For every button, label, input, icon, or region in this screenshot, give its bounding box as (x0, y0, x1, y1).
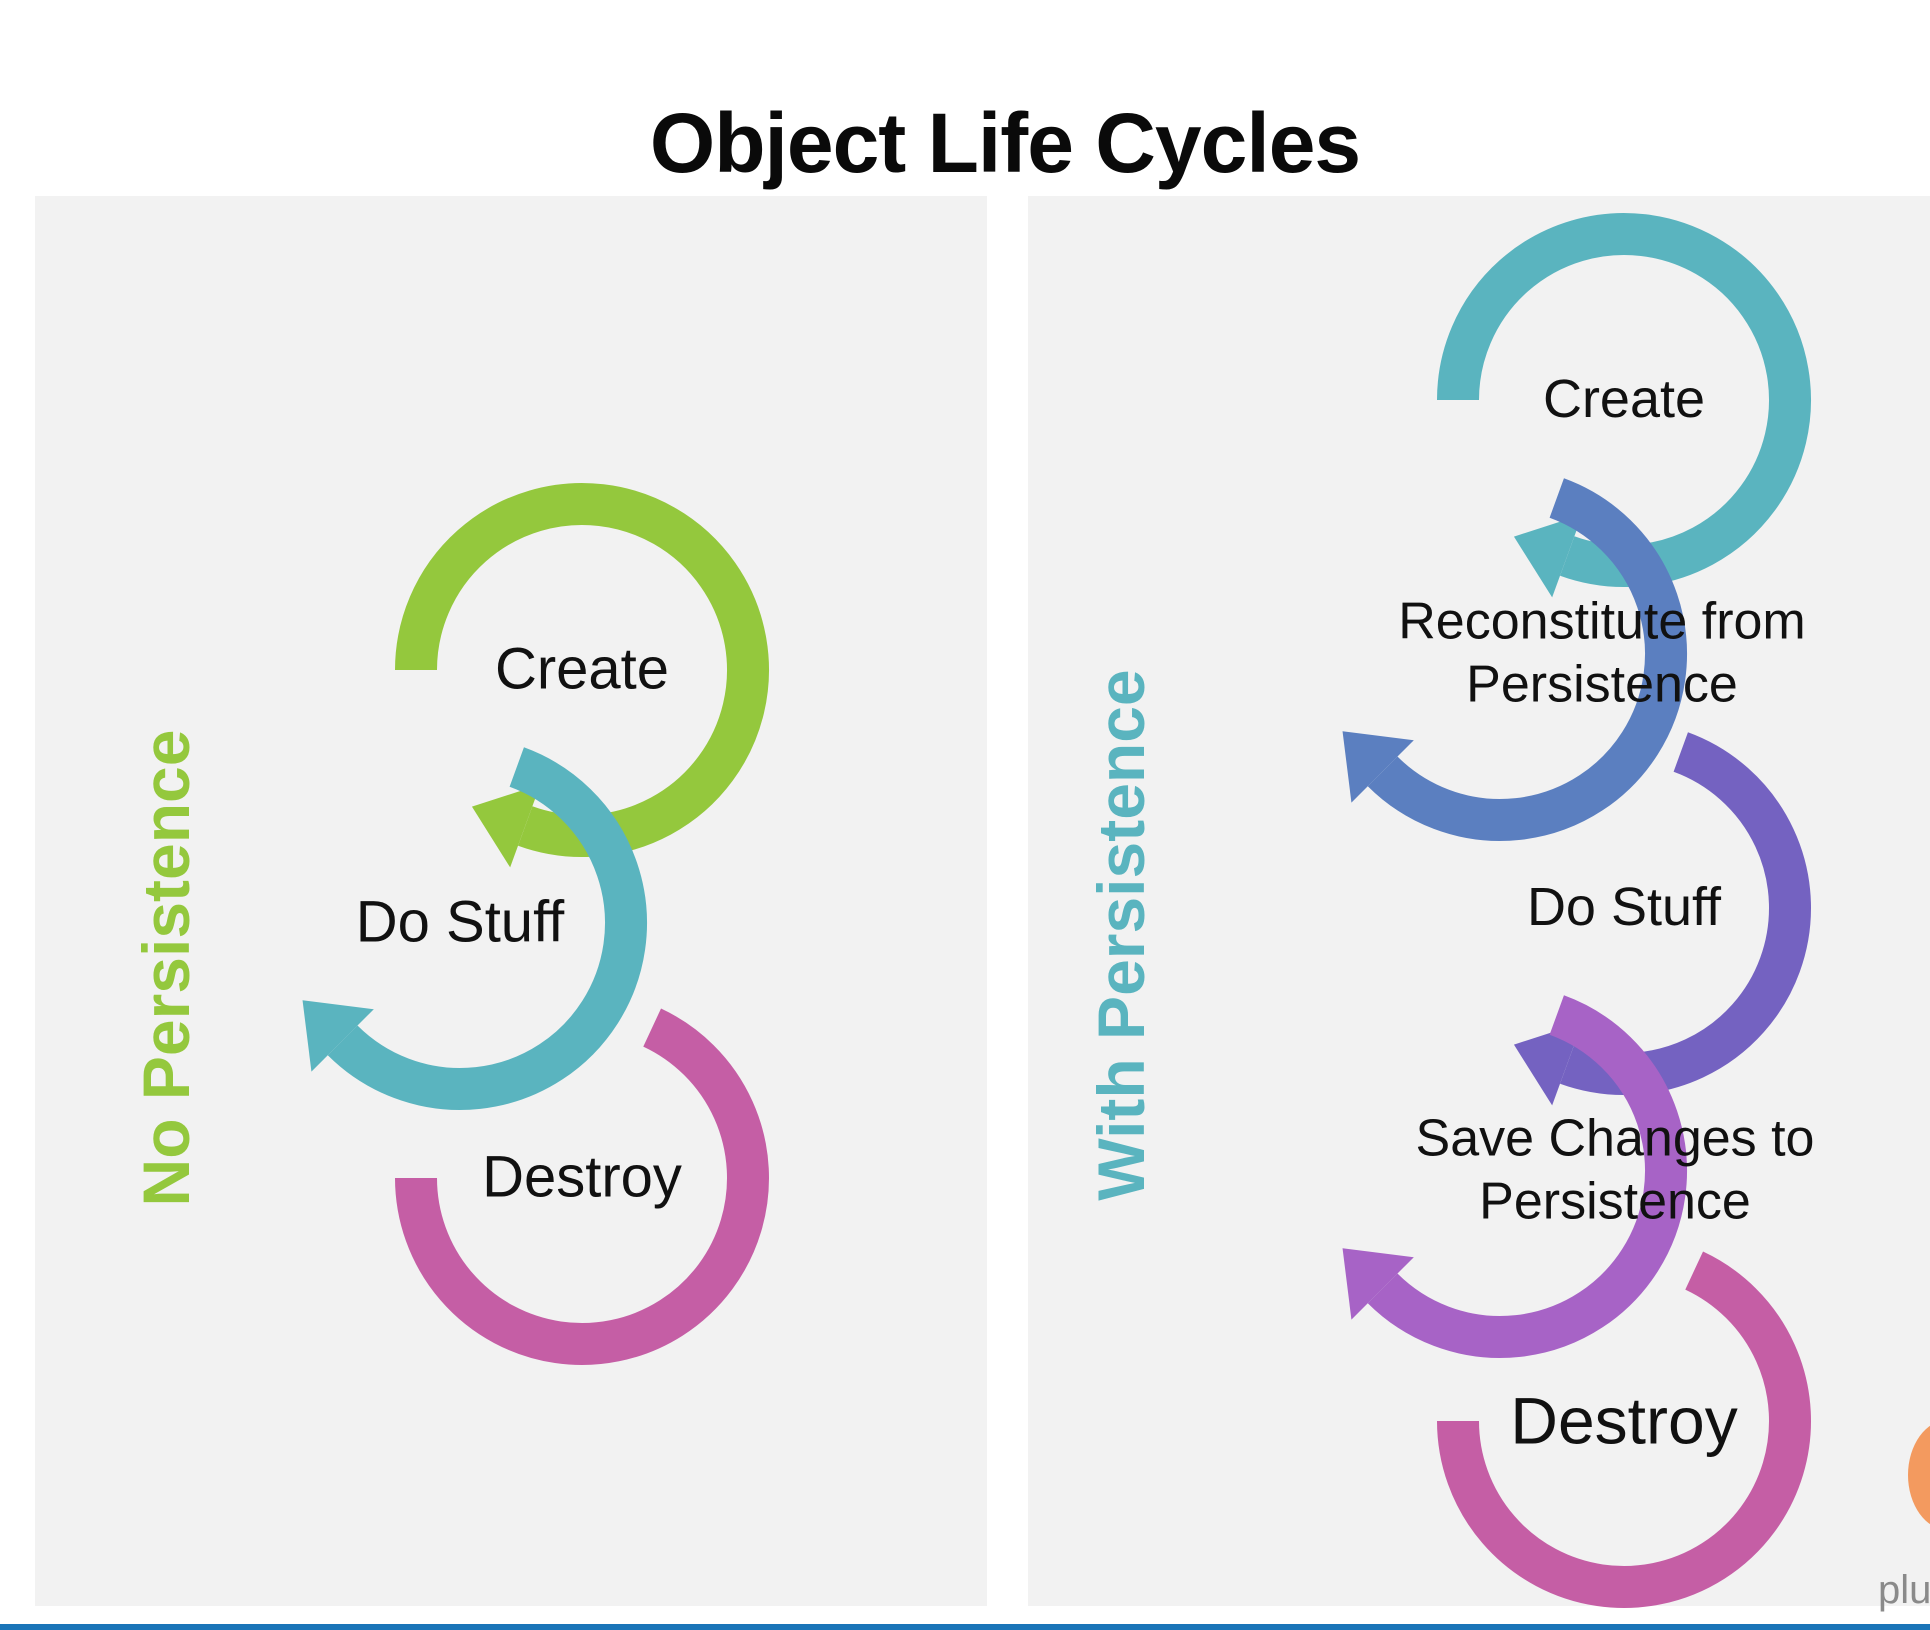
right-save-arc (1367, 995, 1687, 1358)
logo-circle (1908, 1420, 1930, 1530)
bottom-border (0, 1624, 1930, 1630)
right-reconstitute-arc (1367, 478, 1687, 841)
left-dostuff-arrowhead (302, 1000, 374, 1072)
right-dostuff-arrowhead (1513, 1022, 1583, 1106)
no-persistence-panel (35, 196, 987, 1606)
left-create-arc (395, 483, 769, 857)
left-step-create: Create (494, 636, 670, 702)
right-create-arrowhead (1513, 514, 1583, 598)
logo-text: plu (1878, 1568, 1930, 1612)
right-step-do-stuff: Do Stuff (1526, 877, 1722, 938)
left-destroy-arc (395, 1008, 769, 1365)
right-reconstitute-arrowhead (1342, 731, 1414, 803)
right-create-arc (1437, 213, 1811, 587)
right-save-arrowhead (1342, 1248, 1414, 1320)
left-create-arrowhead (471, 784, 541, 868)
left-dostuff-arc (327, 747, 647, 1110)
right-step-destroy: Destroy (1510, 1383, 1738, 1458)
right-step-save-changes: Save Changes to Persistence (1415, 1109, 1815, 1231)
right-step-create: Create (1542, 369, 1706, 430)
right-step-reconstitute: Reconstitute from Persistence (1398, 592, 1806, 714)
diagram-title: Object Life Cycles (649, 96, 1361, 190)
right-destroy-arc (1437, 1251, 1811, 1608)
left-step-destroy: Destroy (482, 1144, 682, 1210)
left-step-do-stuff: Do Stuff (355, 889, 565, 955)
